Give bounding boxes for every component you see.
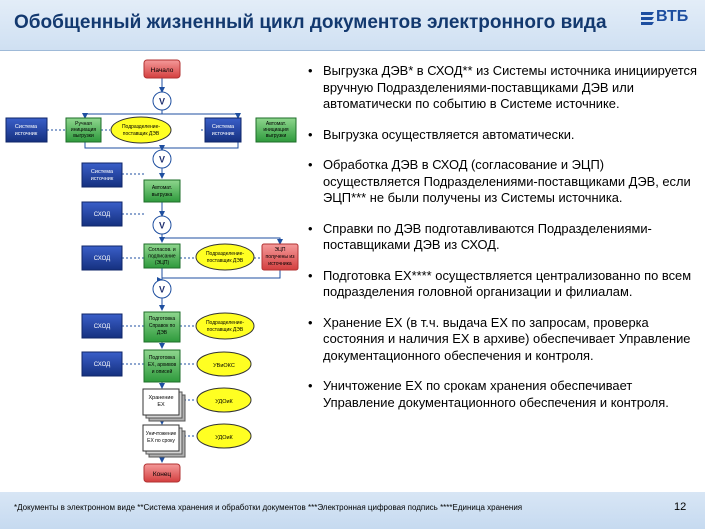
storage-box: Хранение ЕХ xyxy=(142,388,186,422)
dept-oval-3-line-1: Подразделение- xyxy=(206,320,244,326)
dept-oval-3-line-2: поставщик ДЭВ xyxy=(207,327,244,333)
uvidos-label: УВиОКС xyxy=(213,363,235,369)
page-title: Обобщенный жизненный цикл документов эле… xyxy=(14,12,607,33)
gate-4: V xyxy=(152,279,172,299)
auto-init-line-3: выгрузки xyxy=(266,133,287,139)
logo-text: ВТБ xyxy=(656,8,689,25)
gate-label: V xyxy=(159,155,165,165)
bullet-item: Обработка ДЭВ в СХОД (согласование и ЭЦП… xyxy=(305,157,703,207)
reference-line-3: ДЭВ xyxy=(157,330,168,336)
uvidos-oval: УВиОКС xyxy=(196,351,252,377)
auto-upload-box: Автомат. выгрузка xyxy=(143,179,181,203)
lifecycle-flowchart: Начало V Система источник Ручная инициац… xyxy=(5,59,299,483)
ex-prep-line-1: Подготовка xyxy=(149,355,176,361)
dept-supplier-oval-3: Подразделение- поставщик ДЭВ xyxy=(195,312,255,340)
auto-init-line-1: Автомат. xyxy=(266,121,286,127)
dept-oval-2-line-1: Подразделение- xyxy=(206,251,244,257)
shod-3-label: СХОД xyxy=(94,324,110,330)
bullet-item: Уничтожение ЕХ по срокам хранения обеспе… xyxy=(305,378,703,411)
reference-line-1: Подготовка xyxy=(149,316,176,322)
bullet-item: Подготовка ЕХ**** осуществляется централ… xyxy=(305,268,703,301)
approval-box: Согласов. и подписание (ЭЦП) xyxy=(143,243,181,269)
bullet-item: Выгрузка ДЭВ* в СХОД** из Системы источн… xyxy=(305,63,703,113)
ecp-line-1: ЭЦП xyxy=(275,247,286,253)
ex-prep-box: Подготовка ЕХ, архивов и описей xyxy=(143,349,181,383)
manual-init-line-2: инициация xyxy=(71,127,96,133)
page-number: 12 xyxy=(674,501,687,513)
storage-line-1: Хранение xyxy=(148,395,173,401)
storage-line-2: ЕХ xyxy=(157,402,165,408)
end-node: Конец xyxy=(143,463,181,483)
source-system-box-right: Система источник xyxy=(204,117,242,143)
bullet-list: Выгрузка ДЭВ* в СХОД** из Системы источн… xyxy=(305,63,703,425)
source-2-line-2: источник xyxy=(91,176,114,182)
header-bar: Обобщенный жизненный цикл документов эле… xyxy=(0,0,705,50)
ecp-line-3: источника xyxy=(268,261,292,267)
shod-2-label: СХОД xyxy=(94,256,110,262)
udoks-1-label: УДОиК xyxy=(215,399,233,405)
gate-1: V xyxy=(152,91,172,111)
ex-prep-line-3: и описей xyxy=(152,368,173,375)
udoks-2-label: УДОиК xyxy=(215,435,233,441)
gate-3: V xyxy=(152,215,172,235)
ecp-line-2: получены из xyxy=(265,254,295,260)
shod-box-3: СХОД xyxy=(81,313,123,339)
manual-init-box: Ручная инициация выгрузки xyxy=(65,117,102,143)
source-system-line-2: источник xyxy=(15,131,38,137)
vtb-logo: ВТБ xyxy=(640,8,700,30)
auto-init-line-2: инициация xyxy=(263,127,288,133)
auto-init-box: Автомат. инициация выгрузки xyxy=(255,117,297,143)
bullet-item: Хранение ЕХ (в т.ч. выдача ЕХ по запроса… xyxy=(305,315,703,365)
reference-prep-box: Подготовка Справок по ДЭВ xyxy=(143,311,181,343)
source-right-line-2: источник xyxy=(212,131,235,137)
dept-oval-1-line-1: Подразделение- xyxy=(122,124,160,130)
approval-line-2: подписание xyxy=(148,254,176,260)
approval-line-3: (ЭЦП) xyxy=(155,260,170,266)
destroy-line-1: Уничтожение xyxy=(146,431,177,437)
end-label: Конец xyxy=(153,471,172,478)
reference-line-2: Справок по xyxy=(149,323,176,329)
footer-bar: *Документы в электронном виде **Система … xyxy=(0,492,705,529)
shod-box-2: СХОД xyxy=(81,245,123,271)
manual-init-line-3: выгрузки xyxy=(73,133,94,139)
header-divider xyxy=(0,50,705,51)
ecp-from-source-box: ЭЦП получены из источника xyxy=(261,243,299,271)
source-2-line-1: Система xyxy=(91,169,114,175)
gate-label: V xyxy=(159,97,165,107)
start-node: Начало xyxy=(143,59,181,79)
destroy-box: Уничтожение ЕХ по сроку xyxy=(142,424,186,458)
vtb-logo-icon xyxy=(641,12,654,25)
shod-1-label: СХОД xyxy=(94,212,110,218)
shod-box-1: СХОД xyxy=(81,201,123,227)
destroy-line-2: ЕХ по сроку xyxy=(147,438,175,444)
shod-4-label: СХОД xyxy=(94,362,110,368)
gate-label: V xyxy=(159,285,165,295)
gate-label: V xyxy=(159,221,165,231)
approval-line-1: Согласов. и xyxy=(148,247,176,253)
dept-oval-2-line-2: поставщик ДЭВ xyxy=(207,258,244,264)
dept-oval-1-line-2: поставщик ДЭВ xyxy=(123,131,160,137)
auto-upload-line-2: выгрузка xyxy=(152,192,173,198)
dept-supplier-oval-1: Подразделение- поставщик ДЭВ xyxy=(110,116,172,144)
shod-box-4: СХОД xyxy=(81,351,123,377)
manual-init-line-1: Ручная xyxy=(75,121,92,127)
footnote: *Документы в электронном виде **Система … xyxy=(14,503,523,512)
udoks-oval-1: УДОиК xyxy=(196,387,252,413)
udoks-oval-2: УДОиК xyxy=(196,423,252,449)
source-right-line-1: Система xyxy=(212,124,235,130)
source-system-line-1: Система xyxy=(15,124,38,130)
dept-supplier-oval-2: Подразделение- поставщик ДЭВ xyxy=(195,243,255,271)
bullet-item: Справки по ДЭВ подготавливаются Подразде… xyxy=(305,221,703,254)
source-system-box-left: Система источник xyxy=(5,117,48,143)
source-system-box-2: Система источник xyxy=(81,162,123,188)
ex-prep-line-2: ЕХ, архивов xyxy=(148,362,177,368)
gate-2: V xyxy=(152,149,172,169)
auto-upload-line-1: Автомат. xyxy=(152,185,172,191)
bullet-item: Выгрузка осуществляется автоматически. xyxy=(305,127,703,144)
start-label: Начало xyxy=(151,67,174,74)
